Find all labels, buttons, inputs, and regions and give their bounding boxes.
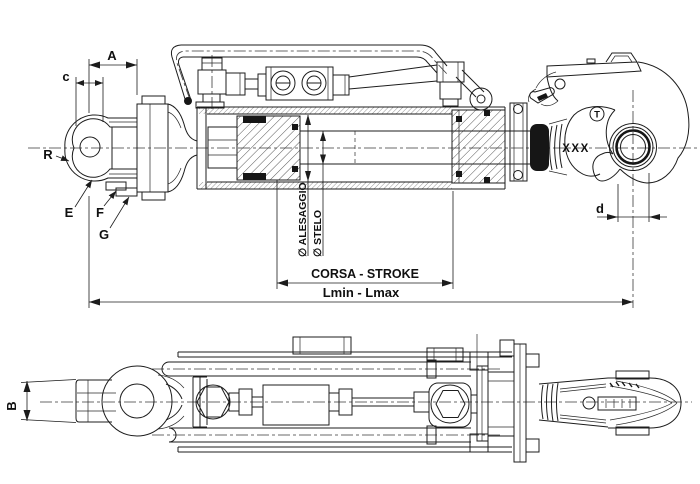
piston-seal-bottom <box>243 173 266 180</box>
valve-block-top-view <box>292 336 352 355</box>
leader-G: G <box>99 196 130 242</box>
frame-tube-centerline <box>176 50 448 101</box>
right-port-fitting <box>436 61 493 111</box>
dim-label-c: c <box>62 69 69 84</box>
valve-block <box>265 64 438 101</box>
stamp-marks <box>609 381 640 389</box>
dim-label-d: d <box>596 201 604 216</box>
hook-symbol-label: T <box>594 110 600 121</box>
leader-F: F <box>96 190 117 220</box>
dim-label-A: A <box>107 48 117 63</box>
frame-tube <box>170 44 448 105</box>
leader-E: E <box>65 179 93 220</box>
stroke-label: CORSA - STROKE <box>311 267 419 281</box>
rod-gland <box>451 102 568 184</box>
top-view: B <box>4 334 692 463</box>
dimension-c: c <box>62 69 104 126</box>
left-port-fitting <box>195 57 267 109</box>
dim-label-G: G <box>99 227 109 242</box>
tie-bar-top <box>161 361 471 377</box>
valve-port-right <box>301 70 327 96</box>
clevis-end <box>64 95 198 201</box>
latch-pivot <box>554 78 566 90</box>
main-view: T XXX A c R E <box>28 44 697 308</box>
latch-pin-mark <box>589 106 605 122</box>
eye-outer <box>101 365 173 437</box>
clevis-nut <box>115 187 138 197</box>
piston-nut <box>207 126 238 169</box>
dim-label-E: E <box>65 205 74 220</box>
latch-slot-top-view <box>597 396 637 411</box>
hook-nose <box>608 377 682 429</box>
cylinder-barrel <box>196 106 506 190</box>
flange-plate-1 <box>476 365 489 442</box>
block-top-run <box>262 384 330 426</box>
rod-eye-right <box>428 382 472 428</box>
quick-hitch-hook: T XXX <box>528 52 690 184</box>
hook-mouth <box>592 152 621 182</box>
clevis-pin-hole <box>79 136 101 158</box>
dimension-d: d <box>596 173 667 222</box>
latch-slot <box>529 87 555 104</box>
leader-R: R <box>43 147 70 162</box>
tube-end-dot <box>184 97 192 105</box>
eye-bore <box>119 383 155 419</box>
dim-label-F: F <box>96 205 104 220</box>
boot-fold <box>549 125 553 171</box>
center-fittings <box>195 382 477 428</box>
tie-bar-nut-top <box>469 351 489 371</box>
hex-nut-right <box>435 390 466 418</box>
ball-outer-ring <box>609 123 657 171</box>
latch-pin-top-view <box>582 396 596 410</box>
clamp-collar <box>509 102 528 182</box>
valve-port-left <box>270 70 296 96</box>
tie-bar-nut-bottom <box>469 433 489 453</box>
eye-end <box>75 365 208 437</box>
hook-top-view <box>476 334 682 463</box>
dimension-B: B <box>4 379 77 423</box>
dimension-A: A <box>88 48 138 113</box>
rubber-bumper <box>530 124 549 171</box>
dim-label-B: B <box>4 401 19 410</box>
piston-rod <box>207 115 531 181</box>
hook-back <box>619 61 690 184</box>
piston <box>236 115 301 181</box>
length-label: Lmin - Lmax <box>323 285 400 300</box>
ball-bushing <box>615 129 651 165</box>
hook-marking-label: XXX <box>562 143 590 155</box>
dimension-stroke: CORSA - STROKE <box>276 180 454 289</box>
dim-label-R: R <box>43 147 53 162</box>
frame-plates <box>161 336 512 453</box>
piston-seal-top <box>243 116 266 123</box>
fitting-block-top-view <box>426 347 464 362</box>
tie-bar-bottom <box>168 427 471 443</box>
hub <box>487 371 515 437</box>
bore-label: ∅ ALESAGGIO <box>297 182 309 257</box>
dimension-rod: ∅ STELO <box>312 131 326 257</box>
rod-label: ∅ STELO <box>312 210 324 257</box>
ball-bore <box>620 134 646 160</box>
dimension-bore: ∅ ALESAGGIO <box>297 114 311 257</box>
dimension-length: Lmin - Lmax <box>88 196 633 308</box>
boot-top-view <box>541 382 559 422</box>
hook-top-plate <box>546 61 642 78</box>
